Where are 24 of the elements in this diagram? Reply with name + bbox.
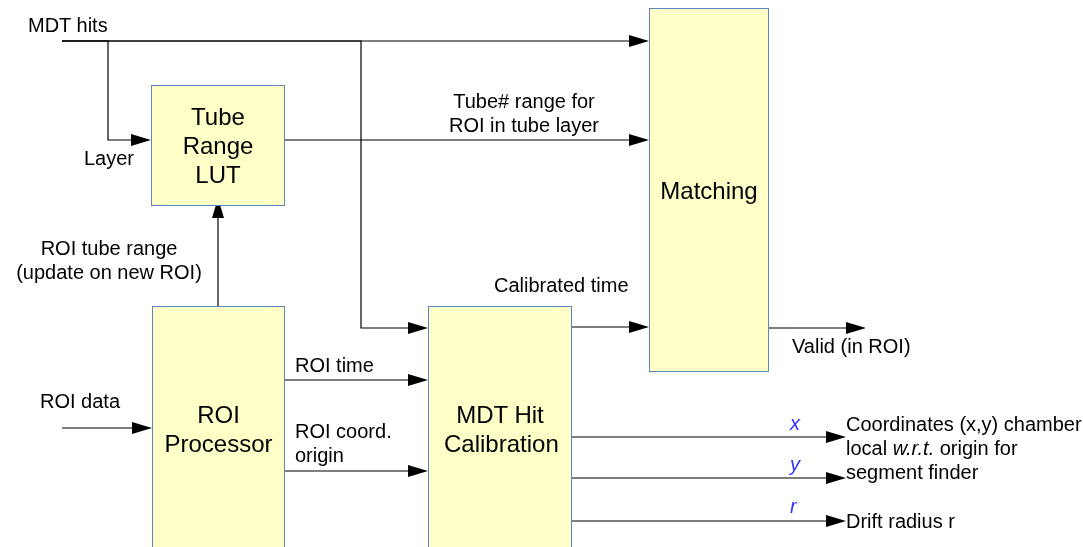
variable-label: y	[790, 452, 802, 476]
arrow	[284, 134, 649, 146]
arrow	[61, 40, 428, 334]
process-box	[152, 306, 285, 547]
process-box	[649, 8, 769, 372]
variable-label: x	[790, 411, 802, 435]
arrow	[61, 422, 152, 434]
box-title: Tube Range LUT	[181, 102, 255, 189]
arrow	[571, 431, 846, 443]
arrow	[571, 472, 846, 484]
box-title: Matching	[660, 175, 758, 205]
output-text: Coordinates (x,y) chamber local w.r.t. origin for segment finder	[846, 412, 1082, 484]
variable-label: r	[790, 494, 799, 518]
box-title: ROI Processor	[163, 399, 274, 458]
arrow	[284, 465, 428, 477]
process-box	[428, 306, 572, 547]
box-title: MDT Hit Calibration	[444, 399, 556, 458]
arrow	[768, 322, 866, 334]
output-text: Drift radius r	[846, 509, 956, 533]
arrow	[571, 321, 649, 333]
arrow	[284, 374, 428, 386]
arrow	[571, 515, 846, 527]
output-text: MDT hits	[28, 13, 109, 37]
process-box	[151, 85, 285, 206]
